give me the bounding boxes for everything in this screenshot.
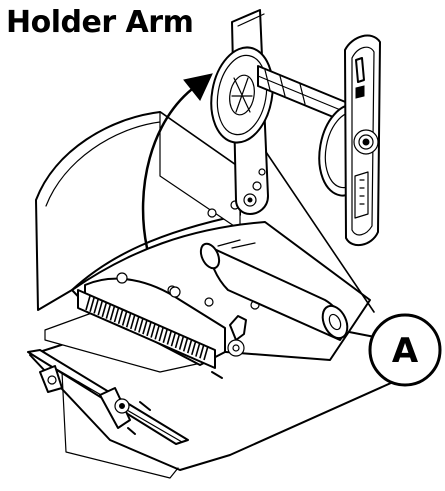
rotation-arrow <box>141 73 213 250</box>
comb-tooth <box>105 304 112 319</box>
comb-tooth <box>138 318 144 333</box>
comb-tooth <box>158 326 165 342</box>
comb-tooth <box>134 316 140 331</box>
comb-tooth <box>125 313 132 328</box>
comb-tooth <box>117 309 124 325</box>
comb-tooth <box>93 299 99 314</box>
comb-tooth <box>146 321 152 337</box>
printer-housing <box>35 111 241 311</box>
comb-tooth <box>166 330 173 345</box>
comb-tooth <box>186 338 193 354</box>
comb-tooth <box>191 340 197 356</box>
callout-circle <box>368 313 442 387</box>
comb-tooth <box>129 314 136 330</box>
comb-tooth <box>182 337 189 352</box>
comb-tooth <box>89 297 95 312</box>
comb-tooth <box>170 331 177 347</box>
frame-screw-4 <box>204 297 214 307</box>
comb-tooth <box>109 306 116 321</box>
comb-tooth <box>142 319 148 335</box>
printhead-knob-right <box>169 286 181 298</box>
printhead-assembly <box>77 272 247 379</box>
callout-leader <box>265 151 375 313</box>
frame-screw-1 <box>207 208 217 218</box>
peel-bar-assembly <box>27 349 189 445</box>
comb-tooth <box>150 323 156 338</box>
comb-tooth <box>85 295 91 311</box>
comb-tooth <box>199 344 205 359</box>
printhead-knob-left <box>116 272 128 284</box>
comb-tooth <box>113 307 120 323</box>
comb-tooth <box>101 302 108 318</box>
printhead-lever <box>229 315 247 341</box>
clamp-plate-tab <box>355 57 365 83</box>
clamp-plate <box>344 34 381 247</box>
callout-a: A <box>368 313 442 387</box>
diagram-title: Holder Arm <box>6 5 194 40</box>
comb-tooth <box>162 328 169 343</box>
comb-tooth <box>203 345 209 361</box>
comb-tooth <box>154 325 160 340</box>
comb-teeth <box>85 295 209 361</box>
arrow-head <box>183 73 213 101</box>
comb-tooth <box>195 342 201 357</box>
comb-tooth <box>174 333 181 349</box>
comb-tooth <box>97 300 103 316</box>
comb-tooth <box>121 311 128 326</box>
comb-tooth <box>178 335 185 350</box>
callout-label: A <box>392 331 419 371</box>
rewind-roller <box>199 239 349 341</box>
